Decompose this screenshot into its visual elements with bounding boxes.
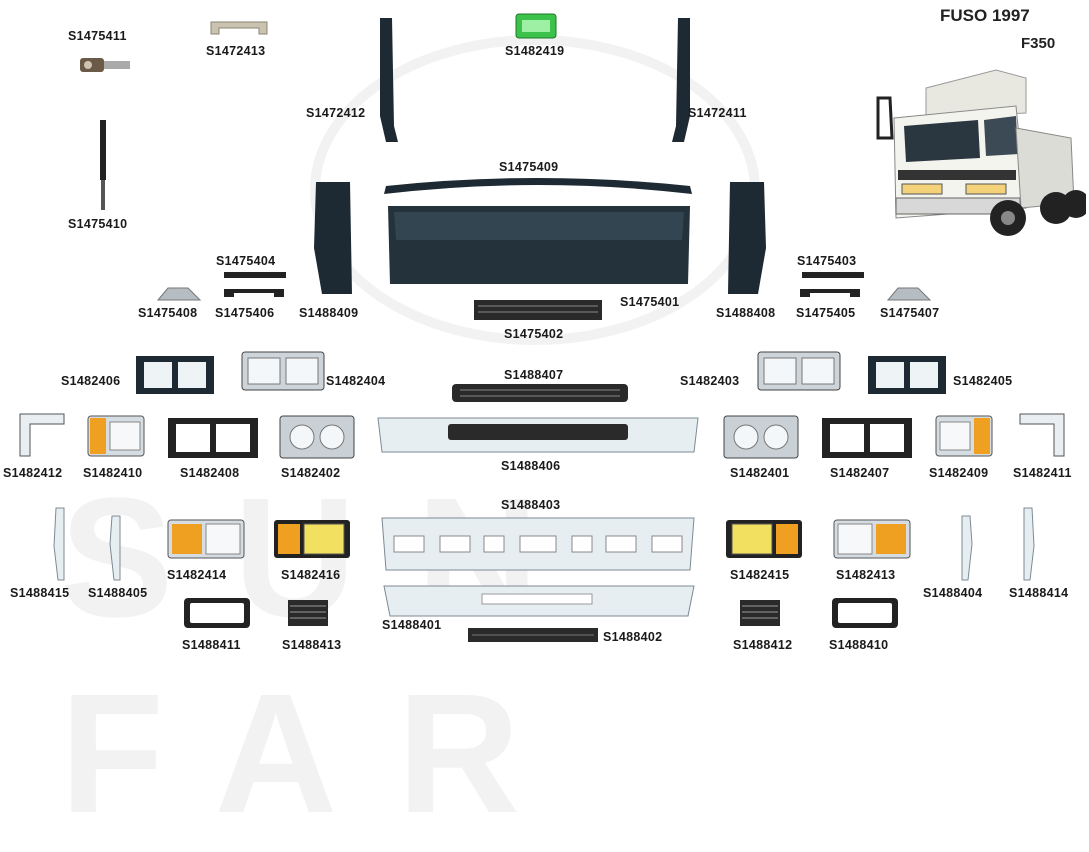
fog-bezel-left-part bbox=[182, 596, 252, 630]
vent-grille-right-part bbox=[738, 598, 782, 628]
turn-lamp-left-part bbox=[166, 518, 246, 560]
label-S1488406: S1488406 bbox=[501, 459, 561, 473]
turn-lamp-right-part bbox=[832, 518, 912, 560]
side-trim-left-inner-part bbox=[108, 514, 124, 582]
corner-cover-right-part bbox=[1016, 410, 1070, 460]
label-S1488405: S1488405 bbox=[88, 586, 148, 600]
label-S1482410: S1482410 bbox=[83, 466, 143, 480]
label-S1488401: S1488401 bbox=[382, 618, 442, 632]
model-title: F350 bbox=[1021, 35, 1056, 52]
label-S1482405: S1482405 bbox=[953, 374, 1013, 388]
label-S1482416: S1482416 bbox=[281, 568, 341, 582]
label-S1475403: S1475403 bbox=[797, 254, 857, 268]
label-S1488415: S1488415 bbox=[10, 586, 70, 600]
headlamp-left-part bbox=[240, 348, 326, 394]
bumper-lower-part bbox=[382, 582, 696, 620]
lamp-frame-left-part bbox=[166, 416, 260, 460]
bumper-main-part bbox=[380, 514, 696, 574]
green-lamp-part bbox=[514, 10, 558, 42]
label-S1472412-top: S1472412 bbox=[306, 106, 366, 120]
label-S1482404: S1482404 bbox=[326, 374, 386, 388]
corner-panel-right-part bbox=[724, 178, 768, 298]
label-S1482415: S1482415 bbox=[730, 568, 790, 582]
corner-cover-left-part bbox=[14, 410, 68, 460]
label-S1475402: S1475402 bbox=[504, 327, 564, 341]
lower-grille-small-part bbox=[472, 298, 604, 322]
fog-bezel-right-part bbox=[830, 596, 900, 630]
label-S1488412: S1488412 bbox=[733, 638, 793, 652]
label-S1488409: S1488409 bbox=[299, 306, 359, 320]
combo-lamp-right-part bbox=[934, 414, 994, 458]
label-S1488414: S1488414 bbox=[1009, 586, 1069, 600]
vent-grille-left-part bbox=[286, 598, 330, 628]
side-trim-left-outer-part bbox=[50, 506, 68, 582]
combo-lamp-left-part bbox=[86, 414, 146, 458]
bumper-grille-upper-part bbox=[450, 382, 630, 404]
label-S1482412-bottom: S1482412 bbox=[3, 466, 63, 480]
label-S1475410: S1475410 bbox=[68, 217, 128, 231]
handle-left-part bbox=[222, 285, 286, 301]
label-S1488403: S1488403 bbox=[501, 498, 561, 512]
label-S1488407: S1488407 bbox=[504, 368, 564, 382]
lamp-frame-right-part bbox=[820, 416, 914, 460]
truck-illustration bbox=[866, 58, 1086, 238]
label-S1475407: S1475407 bbox=[880, 306, 940, 320]
headlamp-assembly-left-part bbox=[278, 414, 356, 460]
headlamp-bezel-right-part bbox=[866, 352, 948, 398]
grab-handle-part bbox=[207, 14, 271, 38]
label-S1488408: S1488408 bbox=[716, 306, 776, 320]
label-S1482401: S1482401 bbox=[730, 466, 790, 480]
label-S1475401: S1475401 bbox=[620, 295, 680, 309]
label-S1482414: S1482414 bbox=[167, 568, 227, 582]
headlamp-right-part bbox=[756, 348, 842, 394]
label-S1482409: S1482409 bbox=[929, 466, 989, 480]
front-panel-part bbox=[384, 200, 694, 290]
fog-lamp-left-part bbox=[272, 518, 352, 560]
label-S1482419: S1482419 bbox=[505, 44, 565, 58]
corner-panel-left-part bbox=[312, 178, 356, 298]
label-S1482408: S1482408 bbox=[180, 466, 240, 480]
gas-strut-part bbox=[94, 118, 112, 214]
label-S1488402: S1488402 bbox=[603, 630, 663, 644]
headlamp-assembly-right-part bbox=[722, 414, 800, 460]
label-S1475411: S1475411 bbox=[68, 29, 127, 43]
trim-strip-right-part bbox=[800, 270, 866, 280]
bracket-right-part bbox=[884, 284, 934, 306]
brand-year-title: FUSO 1997 bbox=[940, 6, 1030, 25]
door-lock-part bbox=[76, 52, 134, 78]
headlamp-bezel-left-part bbox=[134, 352, 216, 398]
bracket-left-part bbox=[154, 284, 204, 306]
fog-lamp-right-part bbox=[724, 518, 804, 560]
handle-right-part bbox=[798, 285, 862, 301]
label-S1472411: S1472411 bbox=[688, 106, 747, 120]
trim-strip-left-part bbox=[222, 270, 288, 280]
label-S1482406: S1482406 bbox=[61, 374, 121, 388]
label-S1482407: S1482407 bbox=[830, 466, 890, 480]
label-S1488404: S1488404 bbox=[923, 586, 983, 600]
a-pillar-left-part bbox=[374, 16, 400, 146]
label-S1488413: S1488413 bbox=[282, 638, 342, 652]
label-S1475405: S1475405 bbox=[796, 306, 856, 320]
bumper-step-grille-part bbox=[466, 626, 600, 644]
label-S1472413: S1472413 bbox=[206, 44, 266, 58]
label-S1482413: S1482413 bbox=[836, 568, 896, 582]
label-S1488411: S1488411 bbox=[182, 638, 241, 652]
side-trim-right-outer-part bbox=[1020, 506, 1038, 582]
label-S1488410: S1488410 bbox=[829, 638, 889, 652]
bumper-upper-part bbox=[376, 412, 700, 458]
label-S1482402: S1482402 bbox=[281, 466, 341, 480]
label-S1475404: S1475404 bbox=[216, 254, 276, 268]
side-trim-right-inner-part bbox=[958, 514, 974, 582]
label-S1475409: S1475409 bbox=[499, 160, 559, 174]
label-S1475406: S1475406 bbox=[215, 306, 275, 320]
label-S1482403: S1482403 bbox=[680, 374, 740, 388]
front-visor-part bbox=[382, 176, 694, 198]
label-S1482411: S1482411 bbox=[1013, 466, 1072, 480]
a-pillar-right-part bbox=[670, 16, 696, 146]
label-S1475408: S1475408 bbox=[138, 306, 198, 320]
